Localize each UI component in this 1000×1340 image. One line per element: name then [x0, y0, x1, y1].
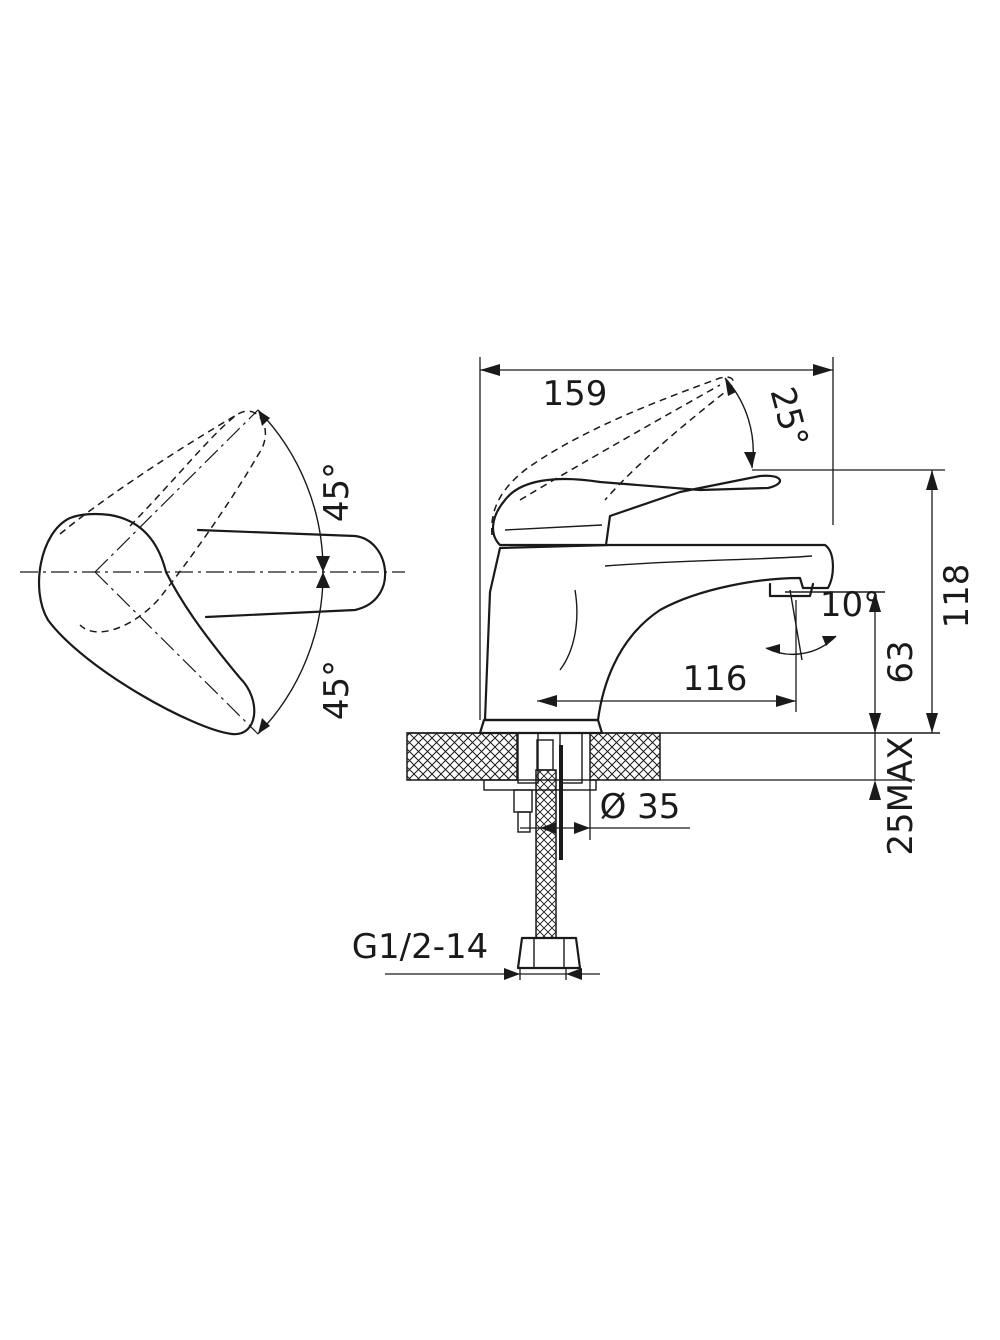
- cartridge-stem: [536, 739, 554, 771]
- arrowhead: [316, 556, 330, 572]
- mounting-stud: [559, 732, 583, 784]
- dim-thickness-label: 25MAX: [881, 736, 921, 855]
- threaded-rod: [517, 811, 531, 833]
- arrowhead: [258, 410, 270, 426]
- arrowhead: [480, 364, 500, 376]
- lever-alt-position: [491, 376, 734, 536]
- arrowhead: [744, 452, 756, 468]
- mounting-stud: [517, 732, 539, 784]
- arrowhead: [869, 592, 881, 612]
- angle-lower-label: 45°: [317, 660, 357, 720]
- arrowhead: [869, 713, 881, 733]
- lever-alt-edge: [519, 384, 721, 501]
- lever: [492, 474, 781, 547]
- arrowhead: [869, 780, 881, 800]
- arrowhead: [316, 572, 330, 588]
- angle-upper-label: 45°: [317, 462, 357, 522]
- handle-alt-edge: [59, 413, 239, 535]
- lever-stem-outline: [196, 528, 387, 619]
- nut: [513, 789, 533, 813]
- arrowhead: [537, 695, 557, 707]
- arrowhead: [822, 636, 836, 646]
- base-flange: [478, 718, 604, 735]
- angle-arc-lower: [257, 571, 324, 735]
- arrowhead: [504, 968, 520, 980]
- faucet-body: [483, 543, 834, 722]
- lever-tilt-label: 25°: [762, 383, 816, 452]
- spout-angle-label: 10°: [820, 585, 880, 625]
- arrowhead: [926, 470, 938, 490]
- handle-alt-position: [79, 410, 267, 633]
- handle-outline: [37, 512, 256, 736]
- side-view: 159 25° 118 10° 63 116 25: [352, 357, 977, 980]
- countertop-left: [406, 732, 518, 781]
- hose-nut: [516, 936, 582, 970]
- arrowhead: [766, 644, 780, 654]
- arrowhead: [258, 718, 270, 734]
- top-view: 45° 45°: [20, 409, 405, 736]
- spout-contour: [604, 555, 813, 567]
- braided-hose: [535, 769, 557, 939]
- body-contour: [559, 589, 578, 671]
- lower-centerline: [94, 571, 259, 735]
- dim-hole-label: Ø 35: [600, 787, 681, 827]
- arrowhead: [926, 713, 938, 733]
- thread-label: G1/2-14: [352, 927, 489, 967]
- aerator: [768, 582, 815, 598]
- dim-reach-label: 116: [683, 659, 748, 699]
- arrowhead: [776, 695, 796, 707]
- dim-width-label: 159: [543, 374, 608, 414]
- arrowhead: [725, 378, 736, 396]
- arrowhead: [574, 822, 590, 834]
- dim-spout-height-label: 63: [881, 640, 921, 683]
- countertop-right: [589, 732, 661, 781]
- angle-arc-upper: [257, 409, 324, 573]
- lever-seam: [504, 524, 603, 531]
- arrowhead: [566, 968, 582, 980]
- arrowhead: [813, 364, 833, 376]
- dim-height-label: 118: [937, 564, 977, 629]
- upper-centerline: [94, 409, 259, 573]
- arrowhead: [540, 822, 556, 834]
